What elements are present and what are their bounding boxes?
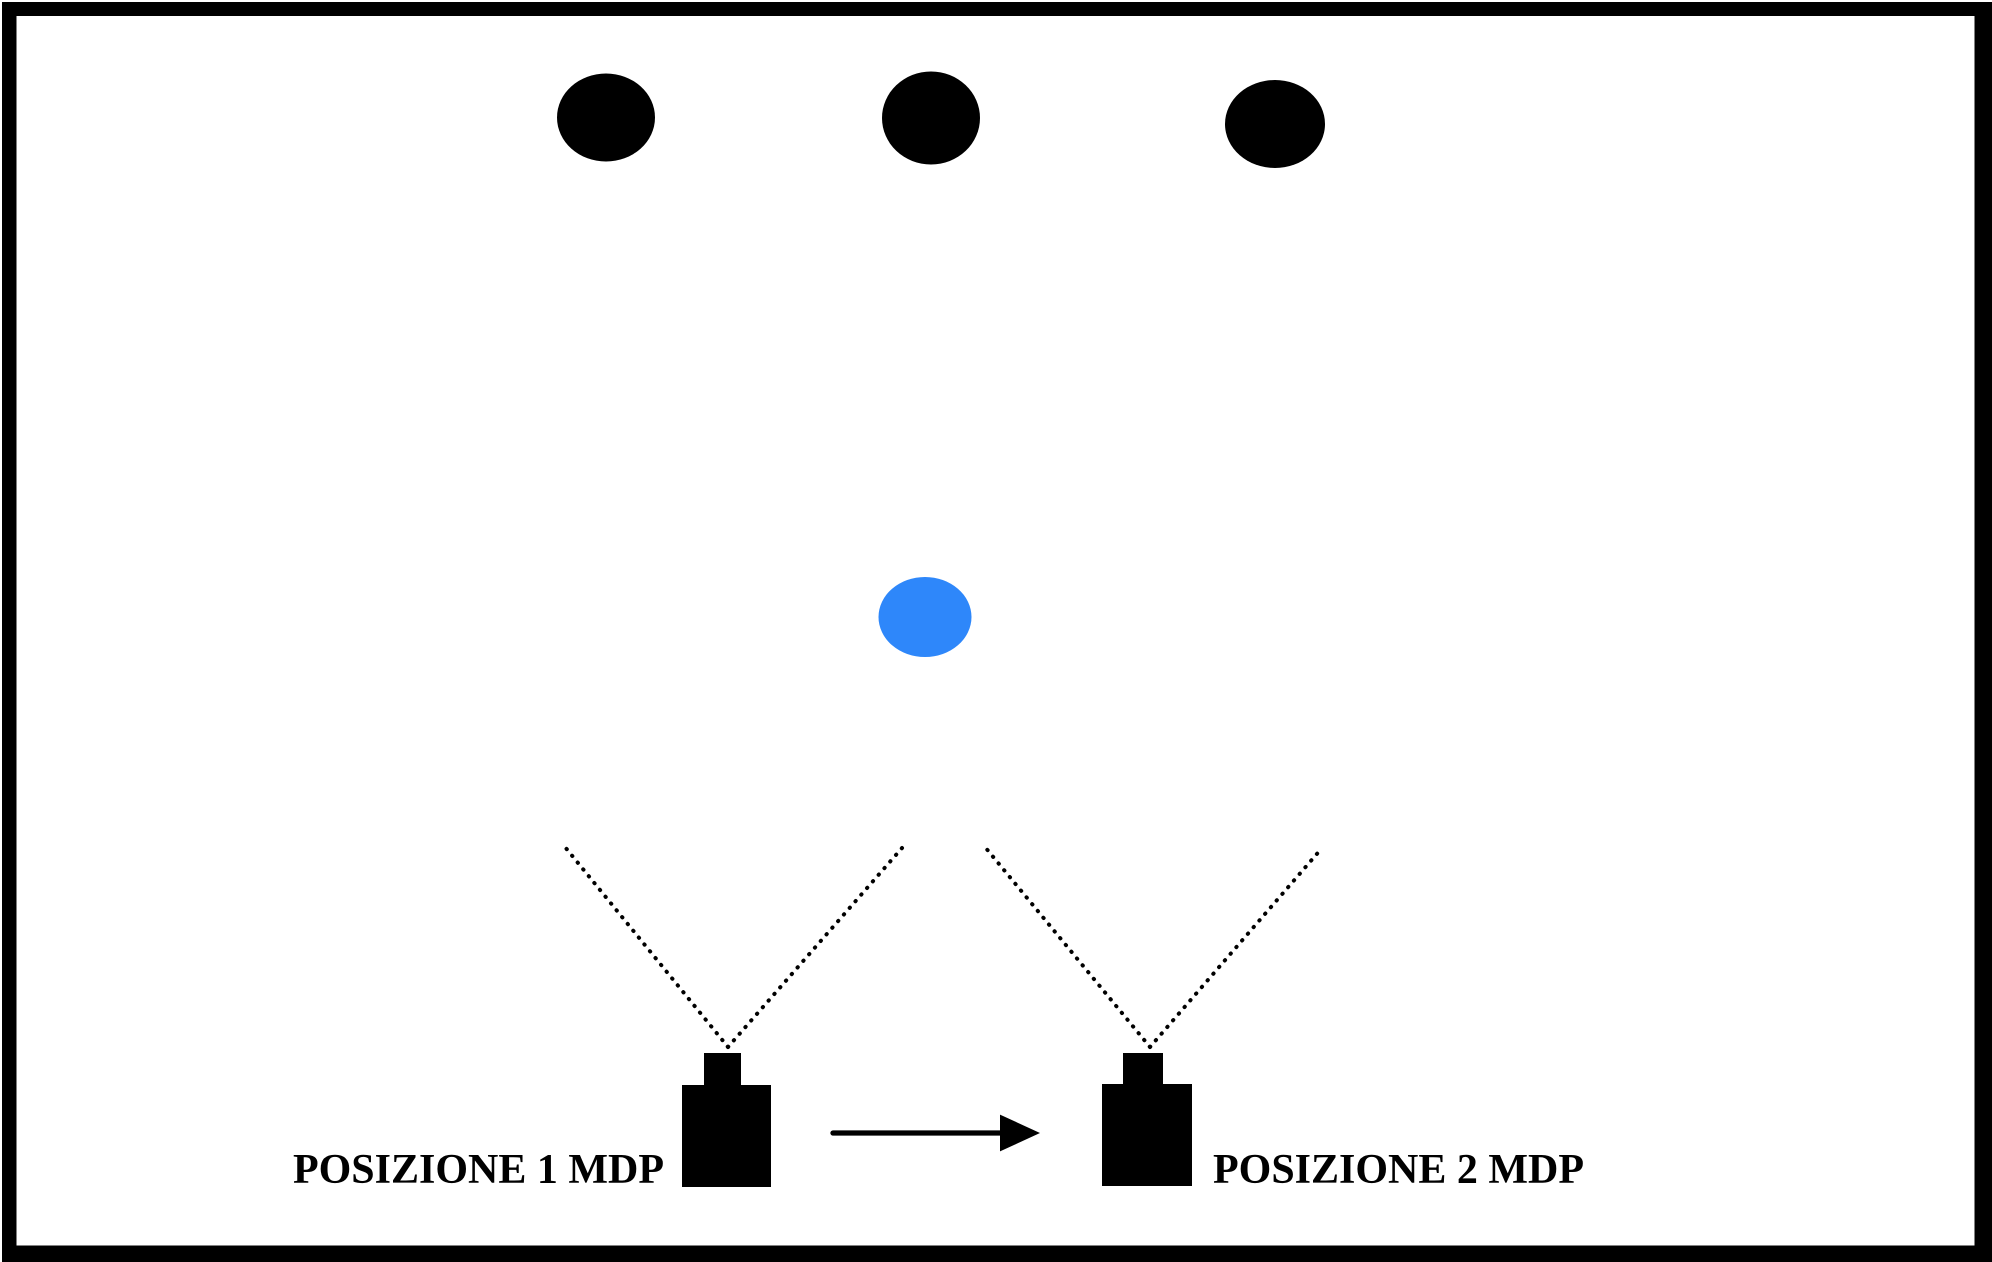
- camera2-fov-right-line: [1148, 846, 1324, 1049]
- camera1-fov-right-line: [726, 846, 904, 1049]
- camera1-lens-icon: [704, 1053, 741, 1087]
- camera2-body-icon: [1102, 1084, 1192, 1186]
- camera1-label: POSIZIONE 1 MDP: [293, 1147, 664, 1193]
- black-dot-left: [557, 73, 655, 162]
- camera2-label: POSIZIONE 2 MDP: [1213, 1147, 1584, 1193]
- camera1-fov-left-line: [563, 845, 730, 1049]
- camera-position-1: [563, 845, 904, 1187]
- arrow-head: [1000, 1114, 1040, 1152]
- camera1-body-icon: [682, 1085, 771, 1187]
- camera2-fov-left-line: [983, 845, 1152, 1049]
- camera2-lens-icon: [1123, 1053, 1163, 1086]
- camera-move-arrow: [830, 1114, 1040, 1152]
- blue-dot: [878, 577, 972, 657]
- camera-position-2: [983, 845, 1324, 1186]
- black-dot-right: [1225, 80, 1325, 168]
- black-dot-center: [882, 71, 980, 165]
